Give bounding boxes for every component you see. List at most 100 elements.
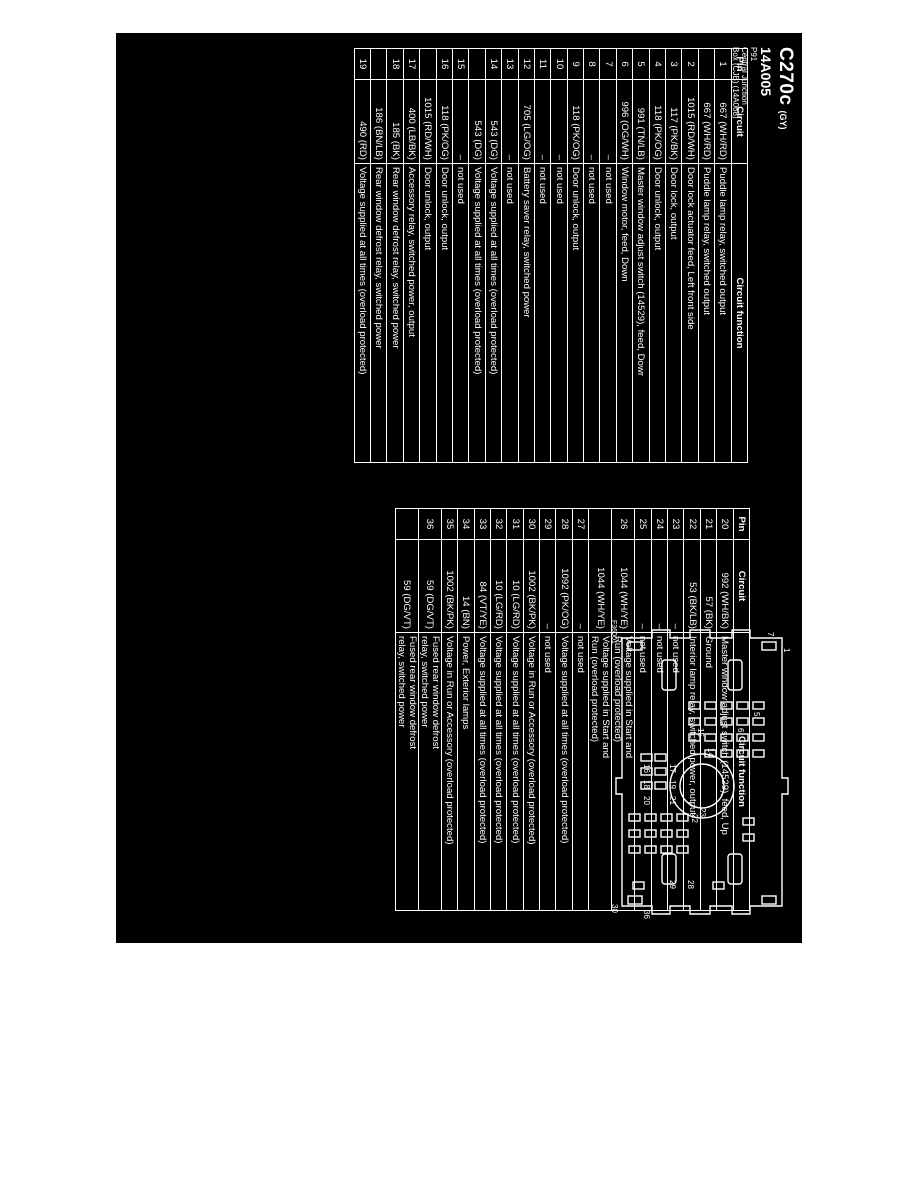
function-line: Voltage supplied at all times (overload … [493, 636, 505, 844]
pin-label: 22 [690, 814, 699, 823]
latch-slot [727, 853, 743, 885]
cell-circuit: 543 (DG) [468, 79, 486, 164]
terminal-cavity [736, 749, 749, 758]
cell-pin: 35 [441, 508, 458, 540]
function-line: relay, switched power [395, 636, 407, 728]
cell-circuit: 400 (LB/BK) [403, 79, 420, 164]
function-line: Door unlock, output [422, 167, 434, 251]
cell-circuit: – [572, 539, 589, 633]
rotated-content: C270c(GY) 14A005 P91 Central Junction Bo… [116, 33, 802, 943]
function-line: Voltage supplied at all times (overload … [471, 167, 483, 375]
cell-circuit: 117 (PK/BK) [665, 79, 682, 164]
terminal-cavity [736, 733, 749, 742]
cell-pin: 26 [611, 508, 635, 540]
terminal-cavity [676, 829, 689, 838]
cell-circuit: 705 (LG/OG) [518, 79, 535, 164]
terminal-cavity [704, 717, 717, 726]
connector-color: (GY) [778, 110, 788, 130]
cell-pin: 8 [583, 48, 600, 80]
cell-circuit: 667 (WH/RD) [714, 79, 732, 164]
terminal-cavity [752, 749, 765, 758]
cell-circuit: 10 (LG/RD) [506, 539, 524, 633]
terminal-cavity [752, 717, 765, 726]
cell-function: Voltage supplied at all times (overload … [468, 163, 486, 463]
pin-label: 20 [642, 796, 651, 805]
col-header-pin: Pin [733, 508, 750, 540]
table-row: 1015 (RD/WH)Door unlock, output [419, 48, 437, 463]
cell-circuit: 1092 (PK/OG) [555, 539, 573, 633]
cell-pin: 25 [634, 508, 652, 540]
function-line: Voltage in Run or Accessory (overload pr… [525, 636, 537, 845]
cell-pin: 27 [572, 508, 589, 540]
function-line: not used [586, 167, 598, 204]
function-line: Door unlock, output [569, 167, 581, 251]
cell-circuit: 84 (VT/YE) [474, 539, 491, 633]
cell-pin: 33 [474, 508, 491, 540]
terminal-cavity [640, 753, 653, 762]
function-line: not used [504, 167, 516, 204]
cell-function: Puddle lamp relay, switched output [714, 163, 732, 463]
cell-pin [588, 508, 612, 540]
cell-pin: 30 [523, 508, 540, 540]
cell-circuit: 991 (TN/LB) [632, 79, 650, 164]
cell-function: Voltage supplied at all times (overload … [485, 163, 502, 463]
cell-pin: 17 [403, 48, 420, 80]
terminal-cavity [660, 813, 673, 822]
cell-circuit: – [501, 79, 519, 164]
pin-label: 16 [642, 764, 651, 773]
cell-pin: 14 [485, 48, 502, 80]
cell-circuit: 1015 (RD/WH) [681, 79, 699, 164]
terminal-cavity [654, 781, 667, 790]
cell-circuit: 59 (DG/VT) [395, 539, 419, 633]
cell-circuit: 667 (WH/RD) [698, 79, 715, 164]
cell-circuit: 1002 (BK/PK) [441, 539, 458, 633]
function-line: Door lock, output [668, 167, 680, 240]
function-line: not used [455, 167, 467, 204]
cell-pin: 16 [436, 48, 453, 80]
table-row: 13– not used [501, 48, 519, 463]
function-line: not used [602, 167, 614, 204]
cell-function: Rear window defrost relay, switched powe… [386, 163, 404, 463]
table-row: 543 (DG) Voltage supplied at all times (o… [468, 48, 486, 463]
table-row: 186 (BN/LB)Rear window defrost relay, sw… [370, 48, 387, 463]
latch-slot [727, 659, 743, 691]
function-line: Master window adjust switch (14529), fee… [635, 167, 647, 377]
cell-pin: 11 [534, 48, 551, 80]
cell-pin [419, 48, 437, 80]
cell-circuit: – [550, 79, 568, 164]
terminal-cavity [640, 781, 653, 790]
function-line: Window motor, feed, Down [619, 167, 631, 282]
cell-pin: 9 [567, 48, 584, 80]
cell-function: Battery saver relay, switched power [518, 163, 535, 463]
pin-label: 6 [736, 728, 745, 733]
latch-slot [661, 659, 677, 691]
terminal-cavity [660, 845, 673, 854]
pin-label: 19 [668, 780, 677, 789]
function-line: Fused rear window defrost [429, 636, 441, 750]
cell-function: Rear window defrost relay, switched powe… [370, 163, 387, 463]
connector-description-line: P91 [749, 47, 758, 62]
cell-circuit: 996 (OG/WH) [616, 79, 633, 164]
cell-function: Power, Exterior lamps [457, 632, 475, 911]
terminal-cavity [752, 733, 765, 742]
cell-function: Voltage supplied at all times (overload … [506, 632, 524, 911]
function-line: Voltage supplied at all times (overload … [487, 167, 499, 375]
cell-pin: 13 [501, 48, 519, 80]
document-page: C270c(GY) 14A005 P91 Central Junction Bo… [116, 33, 802, 943]
terminal-cavity [742, 833, 755, 842]
pin-label: 17 [668, 764, 677, 773]
cell-pin: 22 [683, 508, 701, 540]
figure-id: F36001 [610, 620, 617, 644]
function-line: relay, switched power [418, 636, 430, 728]
table-row: 27–not used [572, 508, 589, 911]
cell-circuit: 185 (BK) [386, 79, 404, 164]
